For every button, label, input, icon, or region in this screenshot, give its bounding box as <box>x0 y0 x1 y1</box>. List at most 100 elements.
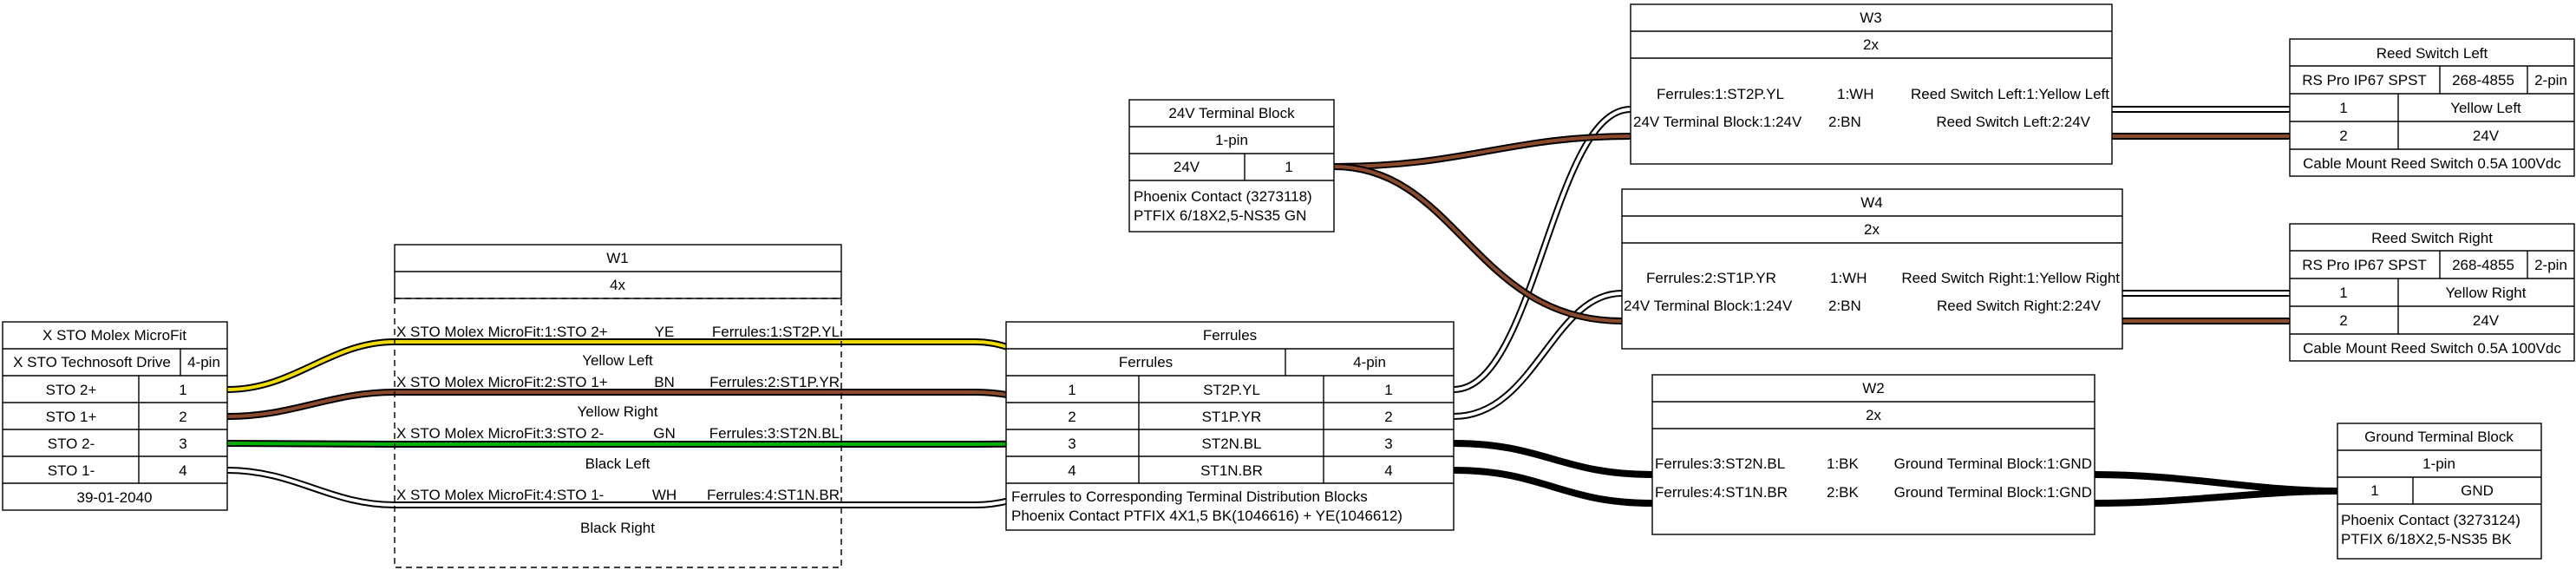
xsto-title: X STO Molex MicroFit <box>42 327 186 344</box>
connector-ferrules[interactable]: Ferrules Ferrules 4-pin 1 ST2P.YL 1 2 ST… <box>1005 321 1455 531</box>
reed-left-note: Cable Mount Reed Switch 0.5A 100Vdc <box>2303 155 2561 172</box>
w1-wire-3-to: Ferrules:3:ST2N.BL <box>709 425 840 442</box>
w3-row-2-color: 2:BN <box>1828 114 1861 130</box>
xsto-pin-1-num: 1 <box>179 382 186 398</box>
w1-wire-3-from: X STO Molex MicroFit:3:STO 2- <box>396 425 604 442</box>
tb24-pin-num: 1 <box>1285 159 1292 175</box>
w1-wire-2-color: BN <box>654 374 675 390</box>
w2-row-1-color: 1:BK <box>1827 455 1860 472</box>
w1-wire-3 <box>226 440 1127 448</box>
cable-w4[interactable]: W4 2x Ferrules:2:ST1P.YR 1:WH Reed Switc… <box>1621 188 2123 350</box>
gnd-title: Ground Terminal Block <box>2364 429 2514 445</box>
reed-right-part: RS Pro IP67 SPST <box>2302 257 2427 273</box>
w1-wire-2 <box>226 389 1127 420</box>
w3-row-1-to: Reed Switch Left:1:Yellow Left <box>1911 86 2109 102</box>
reed-left-pin-2-name: 24V <box>2473 128 2500 144</box>
tb24-title: 24V Terminal Block <box>1168 105 1295 121</box>
gnd-pin-name: GND <box>2461 482 2494 499</box>
ferrules-pin-3-name: ST2N.BL <box>1202 436 1262 452</box>
w3-row-1-from: Ferrules:1:ST2P.YL <box>1657 86 1784 102</box>
connector-ground-terminal-block[interactable]: Ground Terminal Block 1-pin 1 GND Phoeni… <box>2337 423 2542 560</box>
reed-right-note: Cable Mount Reed Switch 0.5A 100Vdc <box>2303 340 2561 357</box>
w2-row-2-to: Ground Terminal Block:1:GND <box>1894 484 2092 501</box>
ferrules-pin-3-num: 3 <box>1068 436 1076 452</box>
gnd-note-1: Phoenix Contact (3273124) <box>2341 512 2520 528</box>
w1-title: W1 <box>606 250 629 266</box>
w3-row-2-to: Reed Switch Left:2:24V <box>1936 114 2090 130</box>
xsto-pin-2-num: 2 <box>179 409 186 425</box>
xsto-pin-2-name: STO 1+ <box>46 409 97 425</box>
reed-left-partno: 268-4855 <box>2452 72 2514 88</box>
ferrules-pin-1-num2: 1 <box>1384 382 1392 398</box>
ferrules-pin-3-num2: 3 <box>1384 436 1392 452</box>
w2-row-1-to: Ground Terminal Block:1:GND <box>1894 455 2092 472</box>
w4-row-1-to: Reed Switch Right:1:Yellow Right <box>1901 270 2120 286</box>
ferrules-note-2: Phoenix Contact PTFIX 4X1,5 BK(1046616) … <box>1011 508 1402 524</box>
ferrules-subtitle: Ferrules <box>1119 354 1173 370</box>
cable-w1[interactable]: W1 4x X STO Molex MicroFit:1:STO 2+ YE F… <box>394 244 842 568</box>
connector-reed-switch-left[interactable]: Reed Switch Left RS Pro IP67 SPST 268-48… <box>2289 38 2575 177</box>
w2-row-2-color: 2:BK <box>1827 484 1860 501</box>
w1-wire-2-to: Ferrules:2:ST1P.YR <box>709 374 840 390</box>
ferrules-pincount: 4-pin <box>1353 354 1386 370</box>
w1-wire-3-color: GN <box>653 425 676 442</box>
w2-title: W2 <box>1862 380 1885 396</box>
reed-right-pincount: 2-pin <box>2534 257 2567 273</box>
reed-right-title: Reed Switch Right <box>2371 230 2493 246</box>
xsto-pin-3-num: 3 <box>179 436 186 452</box>
ferrules-pin-2-num: 2 <box>1068 409 1076 425</box>
w4-row-1-from: Ferrules:2:ST1P.YR <box>1646 270 1776 286</box>
w1-wire-4-label: Black Right <box>580 520 655 536</box>
connector-24v-terminal-block[interactable]: 24V Terminal Block 1-pin 24V 1 Phoenix C… <box>1128 99 1335 233</box>
ferrules-pin-2-num2: 2 <box>1384 409 1392 425</box>
gnd-pin-num: 1 <box>2370 482 2378 499</box>
w2-row-2-from: Ferrules:4:ST1N.BR <box>1655 484 1788 501</box>
reed-left-pin-2-num: 2 <box>2339 128 2347 144</box>
connector-reed-switch-right[interactable]: Reed Switch Right RS Pro IP67 SPST 268-4… <box>2289 223 2575 362</box>
ferrules-pin-4-num2: 4 <box>1384 462 1392 479</box>
w1-count: 4x <box>610 277 625 293</box>
xsto-subtitle: X STO Technosoft Drive <box>13 354 171 370</box>
reed-left-part: RS Pro IP67 SPST <box>2302 72 2427 88</box>
reed-right-pin-1-name: Yellow Right <box>2446 285 2527 301</box>
ferrules-title: Ferrules <box>1203 327 1257 344</box>
ferrules-pin-4-num: 4 <box>1068 462 1076 479</box>
w4-row-2-from: 24V Terminal Block:1:24V <box>1624 298 1793 314</box>
w1-wire-1-to: Ferrules:1:ST2P.YL <box>712 324 840 340</box>
reed-right-pin-2-name: 24V <box>2473 312 2500 329</box>
w4-row-2-to: Reed Switch Right:2:24V <box>1937 298 2102 314</box>
xsto-pincount: 4-pin <box>187 354 220 370</box>
w1-wire-2-label: Yellow Right <box>578 403 658 420</box>
xsto-pin-4-num: 4 <box>179 462 186 479</box>
tb24-pin-name: 24V <box>1174 159 1200 175</box>
w2-count: 2x <box>1866 407 1881 423</box>
reed-right-pin-2-num: 2 <box>2339 312 2347 329</box>
cable-w2[interactable]: W2 2x Ferrules:3:ST2N.BL 1:BK Ground Ter… <box>1651 374 2095 535</box>
w3-title: W3 <box>1860 10 1882 26</box>
reed-left-pin-1-name: Yellow Left <box>2450 100 2521 116</box>
cable-w3[interactable]: W3 2x Ferrules:1:ST2P.YL 1:WH Reed Switc… <box>1630 3 2113 165</box>
w1-wire-1-color: YE <box>655 324 675 340</box>
tb24-note-2: PTFIX 6/18X2,5-NS35 GN <box>1134 207 1306 224</box>
ferrules-pin-1-name: ST2P.YL <box>1203 382 1260 398</box>
ferrules-note-1: Ferrules to Corresponding Terminal Distr… <box>1011 488 1368 505</box>
xsto-note: 39-01-2040 <box>77 489 153 506</box>
w1-wire-4-from: X STO Molex MicroFit:4:STO 1- <box>396 487 604 503</box>
xsto-pin-1-name: STO 2+ <box>46 382 97 398</box>
gnd-note-2: PTFIX 6/18X2,5-NS35 BK <box>2341 531 2512 547</box>
xsto-pin-4-name: STO 1- <box>48 462 95 479</box>
reed-right-pin-1-num: 1 <box>2339 285 2347 301</box>
w1-wire-1-from: X STO Molex MicroFit:1:STO 2+ <box>396 324 608 340</box>
connector-xsto[interactable]: X STO Molex MicroFit X STO Technosoft Dr… <box>2 321 228 511</box>
w4-wire-1 <box>1453 290 2290 420</box>
w4-count: 2x <box>1864 221 1880 238</box>
reed-right-partno: 268-4855 <box>2452 257 2514 273</box>
w4-wire-2 <box>1333 163 2290 324</box>
w1-wire-1 <box>226 338 1127 393</box>
reed-left-title: Reed Switch Left <box>2377 45 2488 62</box>
w1-wire-4-color: WH <box>652 487 677 503</box>
reed-left-pin-1-num: 1 <box>2339 100 2347 116</box>
w1-wire-1-label: Yellow Left <box>582 352 653 369</box>
xsto-pin-3-name: STO 2- <box>48 436 95 452</box>
